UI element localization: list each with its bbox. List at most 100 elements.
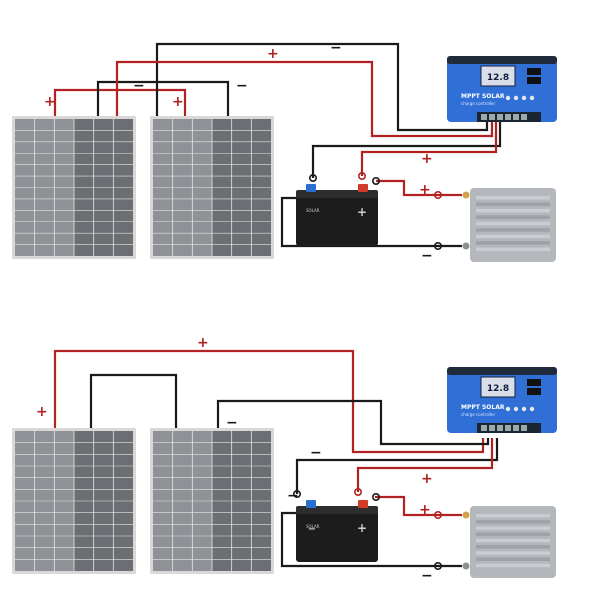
top-controller-button-4: [529, 95, 535, 101]
top-sign-panel1-plus: +: [44, 94, 56, 110]
top-panel2-grid: [153, 119, 271, 256]
top-diagram: 12.8 MPPT SOLAR charge controller SOLAR …: [12, 40, 557, 264]
bottom-sign-battery-minus: −: [287, 488, 299, 504]
bottom-battery: SOLAR − +: [296, 500, 378, 562]
bottom-inverter-pos-post: [462, 511, 470, 519]
bottom-wire-battery-to-inverter-negative: [280, 511, 462, 568]
inverter-fin: [476, 532, 550, 537]
bottom-controller-button-1: [505, 406, 511, 412]
bottom-terminal-2: [489, 425, 495, 431]
bottom-terminal-5: [513, 425, 519, 431]
top-controller-usb-port: [527, 68, 541, 75]
top-sign-controller-plus: +: [421, 151, 433, 167]
top-solar-panel-2: [150, 116, 274, 259]
bottom-battery-plus-sign: +: [357, 521, 367, 535]
inverter-fin: [476, 247, 550, 252]
bottom-solar-panel-1: [12, 428, 136, 574]
top-wire-panel1-positive: [53, 88, 187, 118]
bottom-wire-battery-negative: [295, 438, 499, 494]
bottom-controller-button-4: [529, 406, 535, 412]
inverter-fin: [476, 551, 550, 555]
top-battery: SOLAR +: [296, 184, 378, 246]
top-terminal-1: [481, 114, 487, 120]
bottom-controller-usb-port: [527, 379, 541, 386]
top-battery-plus-sign: +: [357, 205, 367, 219]
top-battery-out-ring: [371, 177, 380, 186]
bottom-controller-lcd: [480, 376, 516, 398]
inverter-fin: [476, 202, 550, 206]
bottom-sign-panel1-plus: +: [36, 404, 48, 420]
bottom-battery-body: [296, 508, 378, 562]
bottom-terminal-1: [481, 425, 487, 431]
inverter-fin: [476, 241, 550, 245]
top-inverter-pos-post: [462, 191, 470, 199]
top-wire-battery-to-inverter-positive: [376, 179, 462, 197]
bottom-wire-battery-positive: [356, 438, 494, 492]
bottom-battery-label: SOLAR: [306, 524, 320, 529]
top-terminal-6: [521, 114, 527, 120]
bottom-controller-usb-port-2: [527, 388, 541, 395]
bottom-sign-panel2-minus: −: [226, 415, 238, 431]
inverter-fin: [476, 557, 550, 561]
bottom-controller-lcd-readout: 12.8: [487, 384, 509, 394]
top-sign-panel2-plus: +: [172, 94, 184, 110]
inverter-fin: [476, 514, 550, 518]
inverter-fin: [476, 234, 550, 239]
bottom-battery-pos-ring: [353, 487, 362, 496]
bottom-wire-series-link: [89, 373, 178, 430]
inverter-fin: [476, 563, 550, 568]
top-battery-label: SOLAR: [306, 208, 320, 213]
inverter-fin: [476, 208, 550, 213]
bottom-sign-outer-plus: +: [197, 335, 209, 351]
inverter-fin: [476, 520, 550, 524]
top-polarity-signs: + + − − + − + + −: [44, 40, 433, 264]
top-battery-neg-terminal: [306, 184, 316, 192]
top-battery-neg-ring: [308, 174, 317, 183]
top-controller-top-band: [447, 56, 557, 64]
bottom-controller-button-2: [513, 406, 519, 412]
top-sign-series-minus: −: [133, 78, 145, 94]
top-inverter-neg-post: [462, 242, 470, 250]
bottom-panel1-grid: [15, 431, 133, 571]
bottom-controller-label-line2: charge controller: [461, 412, 495, 417]
bottom-mppt-controller: 12.8 MPPT SOLAR charge controller: [447, 367, 557, 433]
inverter-fin: [476, 228, 550, 232]
bottom-wire-panel2-negative: [216, 399, 490, 446]
bottom-inverter-fins: [476, 514, 550, 568]
inverter-fin: [476, 196, 550, 200]
bottom-terminal-3: [497, 425, 503, 431]
bottom-sign-controller-minus: −: [310, 445, 322, 461]
top-wire-outer-positive: [115, 60, 494, 138]
bottom-diagram: 12.8 MPPT SOLAR charge controller SOLAR …: [12, 335, 557, 584]
bottom-battery-neg-ring: [292, 489, 301, 498]
top-sign-outer-minus: −: [330, 40, 342, 56]
bottom-battery-lid: [296, 506, 378, 514]
bottom-battery-neg-terminal: [306, 500, 316, 508]
top-controller-button-1: [505, 95, 511, 101]
bottom-battery-pos-terminal: [358, 500, 368, 508]
top-terminal-2: [489, 114, 495, 120]
top-inverter-neg-ring: [433, 242, 442, 251]
bottom-inverter: [462, 506, 556, 578]
bottom-solar-panel-2: [150, 428, 274, 574]
top-sign-panel2-minus: −: [236, 78, 248, 94]
top-battery-pos-terminal: [358, 184, 368, 192]
top-controller-button-3: [521, 95, 527, 101]
top-connectors: [308, 172, 442, 251]
top-controller-lcd-readout: 12.8: [487, 73, 509, 83]
bottom-panel2-grid: [153, 431, 271, 571]
top-terminal-5: [513, 114, 519, 120]
top-sign-inverter-minus: −: [421, 248, 433, 264]
inverter-fin: [476, 215, 550, 219]
bottom-connectors: [292, 487, 442, 570]
top-terminal-4: [505, 114, 511, 120]
inverter-fin: [476, 538, 550, 543]
bottom-wires: [53, 349, 499, 568]
top-mppt-controller: 12.8 MPPT SOLAR charge controller: [447, 56, 557, 122]
bottom-terminal-4: [505, 425, 511, 431]
bottom-wire-battery-to-inverter-positive: [375, 495, 462, 517]
top-solar-panel-1: [12, 116, 136, 259]
bottom-sign-inverter-minus: −: [421, 568, 433, 584]
